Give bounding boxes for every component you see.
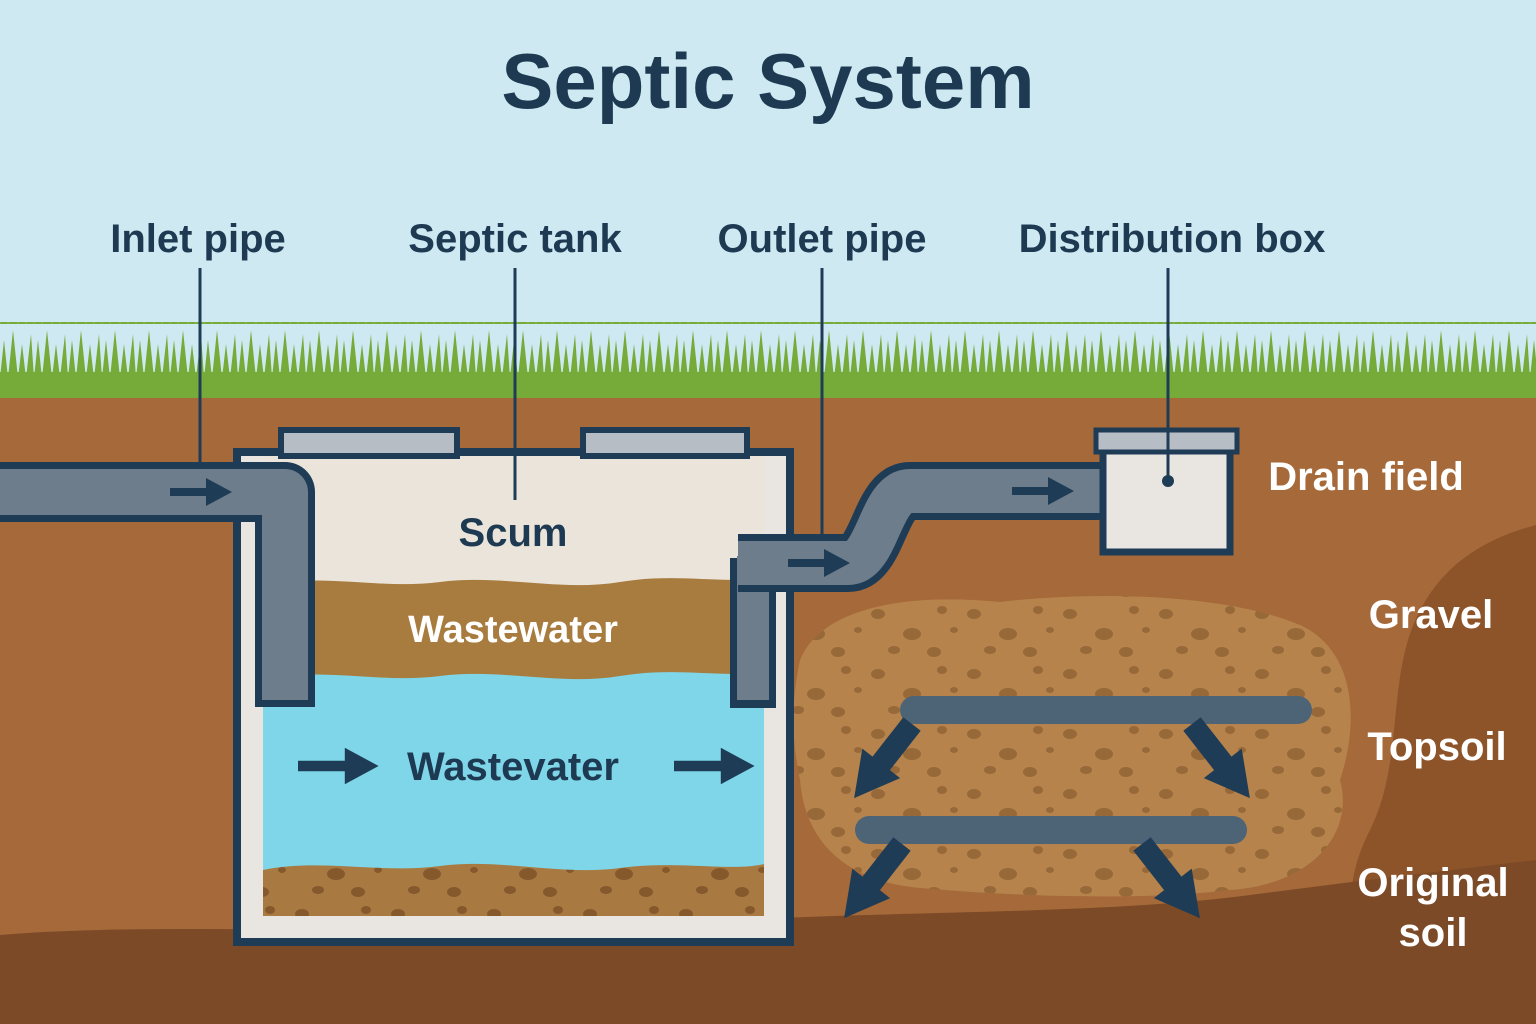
topsoil-label: Topsoil xyxy=(1367,725,1506,769)
distribution-box-label: Distribution box xyxy=(1019,217,1326,261)
inlet-pipe xyxy=(0,469,308,700)
septic-tank xyxy=(233,427,794,946)
outlet-pipe xyxy=(738,469,1115,585)
scum-label: Scum xyxy=(459,511,568,555)
drain-pipe-lower xyxy=(855,816,1247,844)
liquid-label: Wastevater xyxy=(407,745,619,789)
wastewater-label: Wastewater xyxy=(408,609,618,651)
labels: Septic System Inlet pipe Septic tank Out… xyxy=(110,37,1508,955)
septic-tank-label: Septic tank xyxy=(408,217,622,261)
sludge-speckles xyxy=(263,863,764,916)
water-layer xyxy=(263,670,764,916)
drain-field-label: Drain field xyxy=(1268,455,1464,499)
distribution-callout-dot xyxy=(1162,475,1174,487)
original-soil-label-line2: soil xyxy=(1399,911,1468,955)
drain-field xyxy=(825,696,1312,933)
gravel-speckles xyxy=(793,595,1351,897)
tank-lid-right xyxy=(580,427,750,459)
pipes xyxy=(0,427,1240,708)
callout-lines xyxy=(198,268,1174,538)
original-soil-label-line1: Original xyxy=(1357,861,1508,905)
grass-blades xyxy=(0,322,1536,376)
grass-strip xyxy=(0,372,1536,400)
outlet-pipe-label: Outlet pipe xyxy=(718,217,927,261)
page-title: Septic System xyxy=(501,37,1034,125)
gravel-label: Gravel xyxy=(1369,593,1494,637)
drain-pipe-upper xyxy=(900,696,1312,724)
tank-lid-left xyxy=(278,427,460,459)
inlet-pipe-label: Inlet pipe xyxy=(110,217,286,261)
